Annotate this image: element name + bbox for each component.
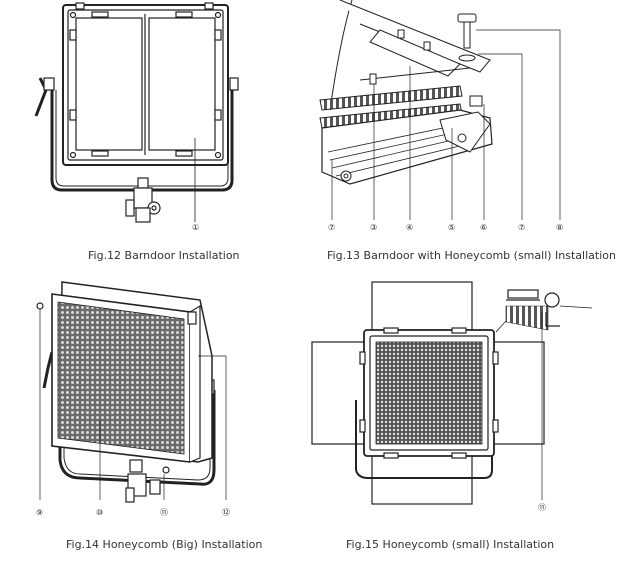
fig13-callout-5: ⑤ xyxy=(448,223,455,232)
fig12-drawing xyxy=(34,2,239,223)
fig13-callout-8: ⑧ xyxy=(556,223,563,232)
fig13-caption: Fig.13 Barndoor with Honeycomb (small) I… xyxy=(327,249,616,262)
fig14-callout-12: ⑫ xyxy=(222,508,230,517)
fig13-callout-4: ④ xyxy=(406,223,413,232)
fig15-caption: Fig.15 Honeycomb (small) Installation xyxy=(346,538,555,551)
fig13-callout-3: ③ xyxy=(370,223,377,232)
fig14-callout-9: ⑨ xyxy=(36,508,43,517)
fig13-callout-6: ⑥ xyxy=(480,223,487,232)
fig14-caption: Fig.14 Honeycomb (Big) Installation xyxy=(66,538,263,551)
fig12-callout-1: ① xyxy=(192,223,199,232)
fig13-drawing xyxy=(319,0,561,220)
fig12-caption: Fig.12 Barndoor Installation xyxy=(88,249,240,262)
fig14-callout-10: ⑩ xyxy=(96,508,103,517)
fig13-callout-7b: ⑦ xyxy=(518,223,525,232)
fig14-callout-11: ⑪ xyxy=(160,508,168,517)
fig15-drawing xyxy=(311,281,593,505)
fig13-callout-7a: ⑦ xyxy=(328,223,335,232)
fig15-callout-11: ⑪ xyxy=(538,503,546,512)
fig14-drawing xyxy=(36,281,227,503)
